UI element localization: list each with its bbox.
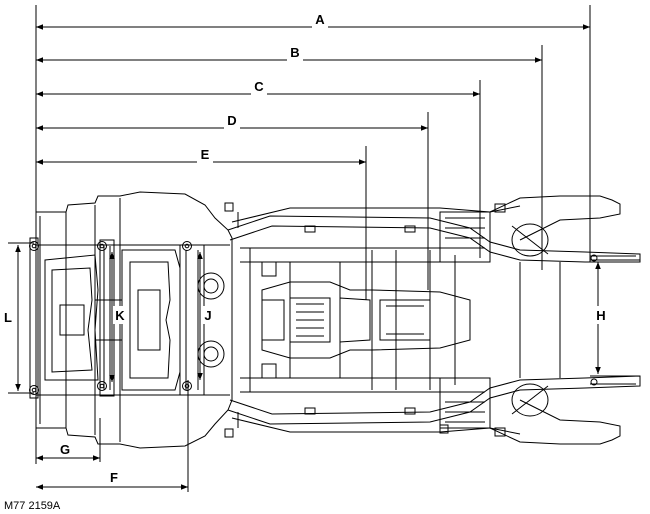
- dimension-label-g: G: [60, 442, 70, 457]
- dimension-label-c: C: [254, 79, 264, 94]
- dimension-label-e: E: [201, 147, 210, 162]
- dimension-label-j: J: [204, 308, 211, 323]
- dimension-label-d: D: [227, 113, 236, 128]
- dimension-lines: [15, 24, 601, 490]
- dimension-label-f: F: [110, 470, 118, 485]
- extension-lines: [8, 5, 640, 492]
- dimension-label-h: H: [596, 308, 605, 323]
- transmission-tunnel: [261, 281, 471, 359]
- front-body-outline: [35, 191, 233, 449]
- mounting-points: [29, 241, 598, 395]
- dimension-label-b: B: [290, 45, 299, 60]
- dimension-label-k: K: [115, 308, 125, 323]
- dimension-label-l: L: [4, 310, 12, 325]
- dimension-label-a: A: [315, 12, 325, 27]
- figure-reference: M77 2159A: [4, 500, 61, 512]
- dimension-labels: A B C D E F G H J K L: [4, 12, 607, 485]
